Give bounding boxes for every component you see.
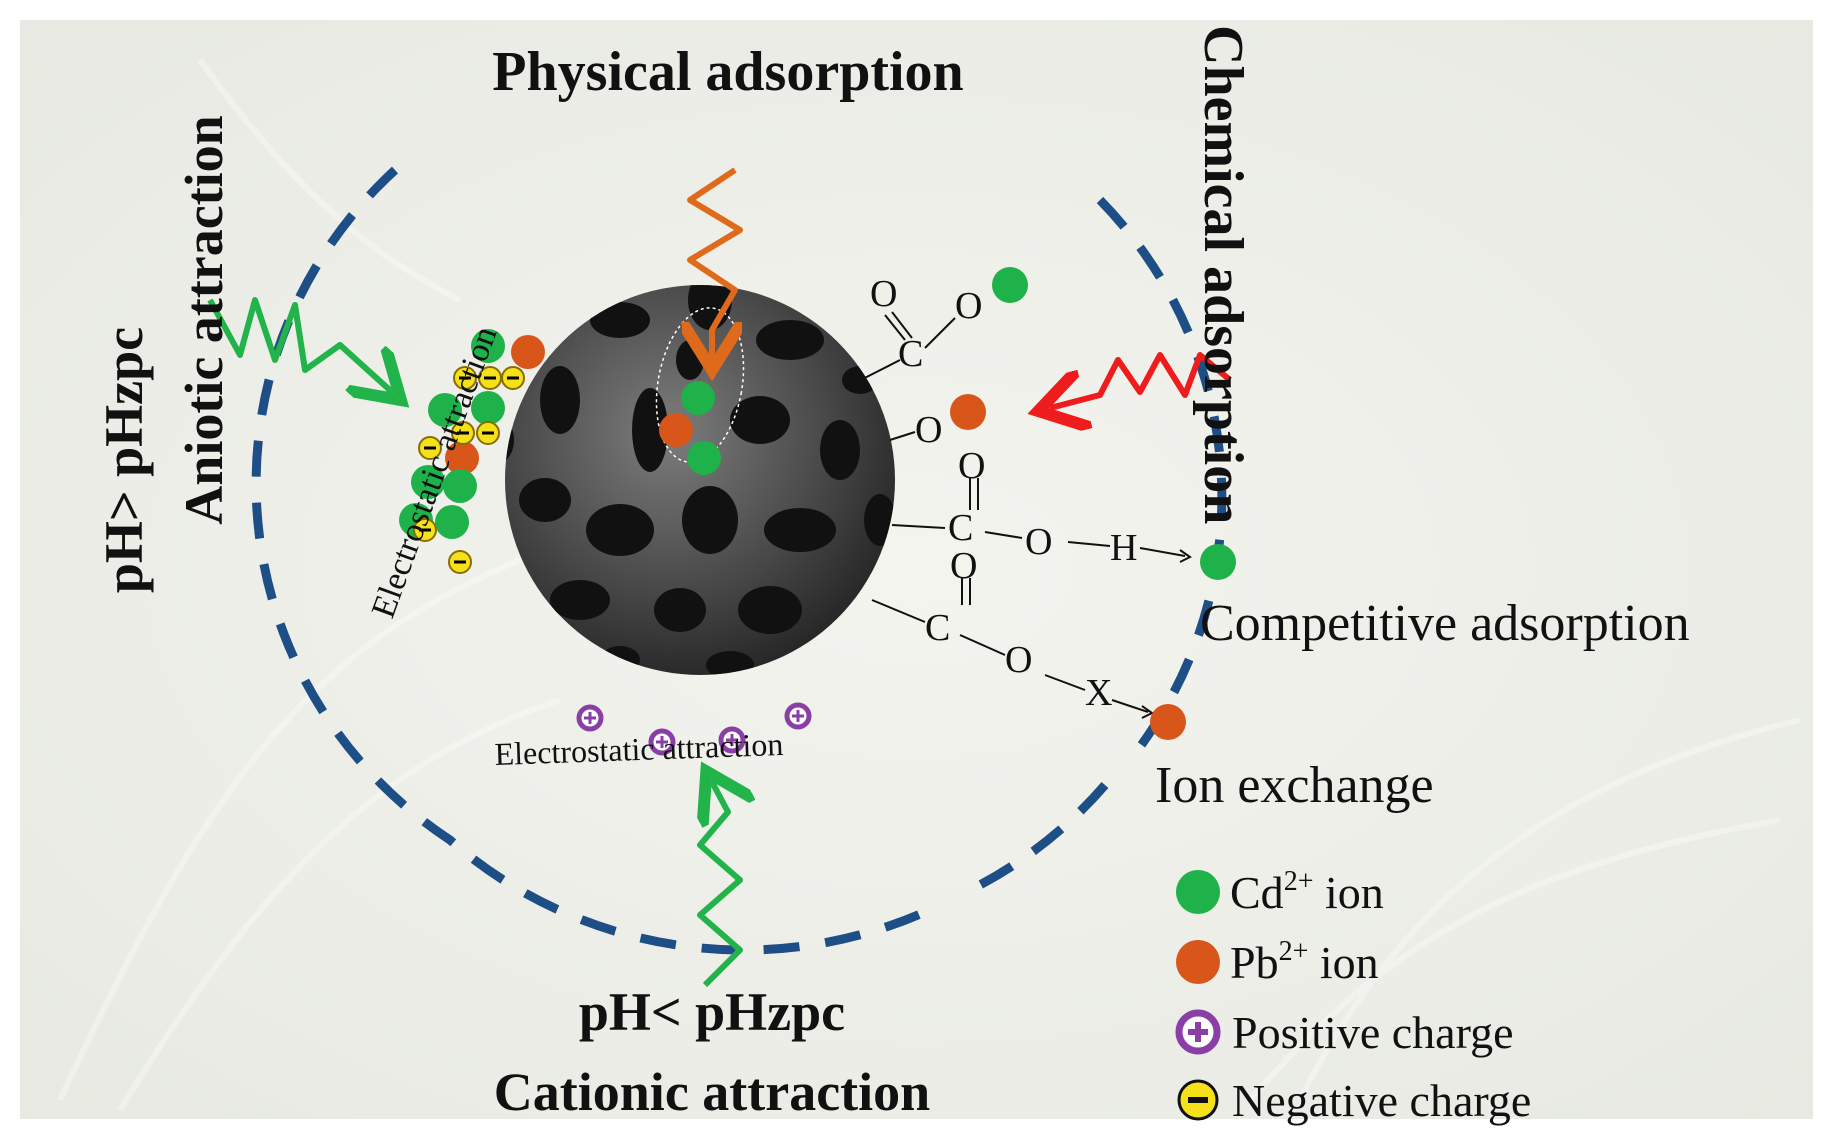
positive-charge-icon <box>648 728 676 756</box>
negative-charge-icon <box>453 366 477 390</box>
atom-o: O <box>958 445 985 487</box>
legend-item-cd: Cd2+ ion <box>1176 866 1384 918</box>
negative-charge-icon <box>501 366 525 390</box>
physical-adsorption-arrow <box>690 167 743 358</box>
legend-item-positive: Positive charge <box>1175 1007 1513 1058</box>
legend-item-negative: Negative charge <box>1177 1075 1531 1126</box>
positive-charge-icon <box>718 726 746 754</box>
atom-h: H <box>1110 527 1137 569</box>
atom-c: C <box>925 607 950 649</box>
cd-ion <box>471 329 505 363</box>
competitive-adsorption-label: Competitive adsorption <box>1200 595 1690 652</box>
pb-ion <box>445 441 479 475</box>
atom-c: C <box>948 507 973 549</box>
legend: Cd2+ ion Pb2+ ion Positive charge Negati… <box>1175 866 1531 1126</box>
cd-ion <box>681 381 715 415</box>
functional-group-bonds <box>844 311 1111 691</box>
cd-ion <box>471 391 505 425</box>
chemical-adsorption-title: Chemical adsorption <box>1192 25 1254 524</box>
atom-o: O <box>1025 521 1052 563</box>
background-texture <box>57 58 1801 1112</box>
positive-charge-icon <box>784 702 812 730</box>
cd-ion <box>687 441 721 475</box>
atom-c: C <box>898 333 923 375</box>
bound-ions <box>950 267 1236 740</box>
cationic-attraction-label: Cationic attraction <box>494 1062 930 1122</box>
pb-ion-swatch <box>1176 940 1220 984</box>
chemical-adsorption-arrow <box>1050 352 1232 408</box>
cd-ion <box>411 465 445 499</box>
legend-negative-text: Negative charge <box>1232 1075 1531 1126</box>
ion-exchange-label: Ion exchange <box>1155 757 1434 814</box>
background <box>20 20 1813 1119</box>
cationic-attraction-arrow <box>700 782 740 988</box>
negative-charge-icon <box>413 518 437 542</box>
anionic-condition-label: pH> pHzpc <box>94 327 154 593</box>
pb-ion <box>1150 704 1186 740</box>
positive-charges <box>576 702 812 756</box>
pore-ions <box>659 381 721 475</box>
pb-ion <box>511 335 545 369</box>
functional-group-atoms: O C O O O C O H O C O X <box>870 273 1137 714</box>
cd-ion <box>435 505 469 539</box>
exchange-arrows <box>1111 547 1192 719</box>
cd-ion <box>992 267 1028 303</box>
cd-ion-swatch <box>1176 870 1220 914</box>
cd-ion <box>443 469 477 503</box>
atom-o: O <box>955 285 982 327</box>
physical-adsorption-title: Physical adsorption <box>492 41 963 103</box>
negative-charges <box>413 366 525 574</box>
negative-charge-icon <box>476 421 500 445</box>
atom-x: X <box>1085 672 1112 714</box>
legend-positive-text: Positive charge <box>1232 1007 1513 1058</box>
anionic-attraction-label: Aniotic attraction <box>174 115 234 524</box>
negative-charge-icon <box>418 436 442 460</box>
cationic-condition-label: pH< pHzpc <box>579 982 845 1042</box>
legend-cd-text: Cd2+ ion <box>1230 866 1384 918</box>
negative-charge-icon <box>451 421 475 445</box>
positive-charge-icon <box>1175 1009 1221 1055</box>
cd-ion <box>428 393 462 427</box>
positive-charge-icon <box>576 704 604 732</box>
atom-o: O <box>870 273 897 315</box>
pb-ion <box>950 394 986 430</box>
legend-item-pb: Pb2+ ion <box>1176 936 1379 988</box>
negative-charge-icon <box>1177 1079 1219 1121</box>
atom-o: O <box>1005 639 1032 681</box>
atom-o: O <box>950 545 977 587</box>
legend-pb-text: Pb2+ ion <box>1230 936 1379 988</box>
atom-o: O <box>915 409 942 451</box>
cd-ion <box>1200 544 1236 580</box>
pb-ion <box>659 413 693 447</box>
negative-charge-icon <box>448 550 472 574</box>
anionic-attraction-arrow <box>207 297 392 392</box>
